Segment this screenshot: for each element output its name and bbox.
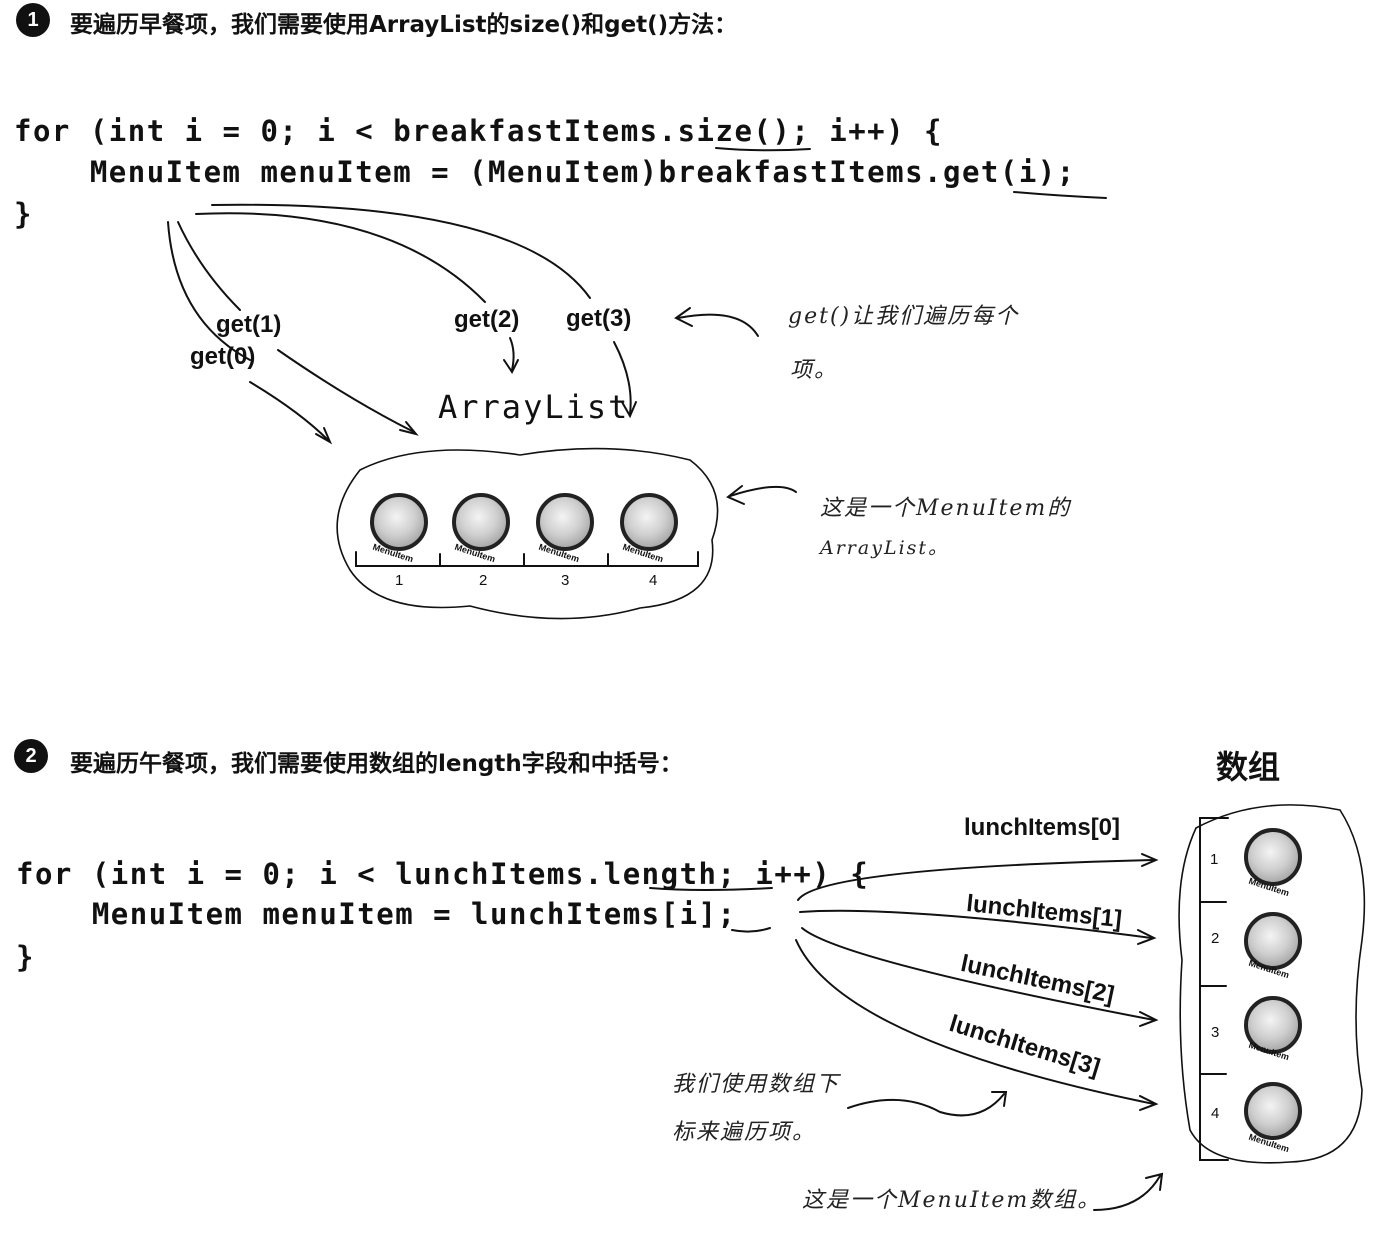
array-index-2: 2 bbox=[1211, 930, 1220, 947]
note-index-line-2: 标来遍历项。 bbox=[672, 1120, 817, 1145]
step-2-badge: 2 bbox=[14, 739, 48, 773]
item-index-1: 1 bbox=[395, 572, 404, 589]
get-label-1: get(1) bbox=[216, 311, 282, 338]
array-index-1: 1 bbox=[1210, 851, 1219, 868]
note-get-line-1: get()让我们遍历每个 bbox=[788, 304, 1020, 329]
menu-item-ball-1 bbox=[370, 493, 428, 551]
code-line-1: for (int i = 0; i < breakfastItems.size(… bbox=[14, 114, 944, 148]
code2-line-1: for (int i = 0; i < lunchItems.length; i… bbox=[16, 857, 870, 891]
menu-item-ball-3 bbox=[536, 493, 594, 551]
menu-item-ball-4 bbox=[620, 493, 678, 551]
code2-line-3: } bbox=[16, 940, 35, 974]
section-2-heading: 要遍历午餐项，我们需要使用数组的length字段和中括号： bbox=[70, 751, 683, 777]
code-line-2: MenuItem menuItem = (MenuItem)breakfastI… bbox=[14, 155, 1076, 189]
array-item-ball-1 bbox=[1244, 828, 1302, 886]
lunch-index-label-0: lunchItems[0] bbox=[964, 814, 1121, 841]
item-index-3: 3 bbox=[561, 572, 570, 589]
arraylist-title: ArrayList bbox=[438, 388, 630, 426]
menu-item-ball-2 bbox=[452, 493, 510, 551]
note-get-line-2: 项。 bbox=[790, 358, 839, 383]
get-label-3: get(3) bbox=[566, 305, 632, 332]
item-index-2: 2 bbox=[479, 572, 488, 589]
array-item-ball-4 bbox=[1244, 1082, 1302, 1140]
code2-line-2: MenuItem menuItem = lunchItems[i]; bbox=[16, 897, 737, 931]
get-label-0: get(0) bbox=[190, 343, 256, 370]
note-arraylist-line-2: ArrayList。 bbox=[820, 537, 950, 559]
array-index-4: 4 bbox=[1211, 1105, 1220, 1122]
note-index-line-1: 我们使用数组下 bbox=[672, 1072, 841, 1097]
array-index-3: 3 bbox=[1211, 1024, 1220, 1041]
note-array-line: 这是一个MenuItem数组。 bbox=[802, 1188, 1102, 1213]
note-arraylist-line-1: 这是一个MenuItem的 bbox=[820, 496, 1072, 521]
array-item-ball-3 bbox=[1244, 996, 1302, 1054]
section-1-heading: 要遍历早餐项，我们需要使用ArrayList的size()和get()方法： bbox=[70, 12, 738, 38]
code-line-3: } bbox=[14, 197, 33, 231]
get-label-2: get(2) bbox=[454, 306, 520, 333]
array-item-ball-2 bbox=[1244, 912, 1302, 970]
item-index-4: 4 bbox=[649, 572, 658, 589]
step-1-badge: 1 bbox=[16, 3, 50, 37]
array-title: 数组 bbox=[1216, 748, 1281, 786]
